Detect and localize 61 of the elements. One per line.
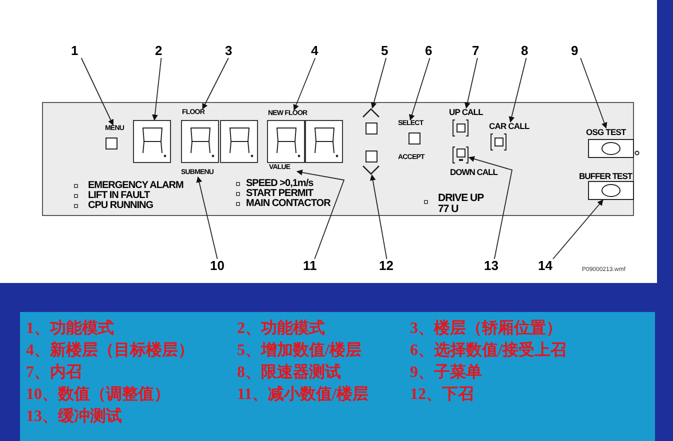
button-symbol <box>452 146 469 164</box>
panel-label: BUFFER TEST <box>579 172 632 180</box>
digit-display <box>305 120 343 163</box>
panel-label: CPU RUNNING <box>88 201 154 211</box>
leader-line <box>580 58 608 129</box>
legend-item-text: 3、楼层（轿厢位置） <box>410 321 562 337</box>
panel-label: START PERMIT <box>246 189 314 199</box>
panel-label: UP CALL <box>449 108 481 119</box>
callout-number: 9 <box>571 44 585 58</box>
callout-number: 8 <box>521 44 535 58</box>
panel-label: MAIN CONTACTOR <box>246 199 330 209</box>
leader-line <box>508 58 527 123</box>
leader-line <box>293 58 316 111</box>
leader-line <box>196 176 218 260</box>
callout-number: 11 <box>303 259 321 273</box>
legend-item-text: 9、子菜单 <box>410 365 482 381</box>
callout-number: 2 <box>155 44 169 58</box>
legend-item-text: 5、增加数值/楼层 <box>237 343 362 359</box>
leader-line <box>202 58 229 110</box>
digit-display <box>181 120 219 163</box>
callout-number: 7 <box>472 44 486 58</box>
panel-label: CAR CALL <box>489 122 529 133</box>
legend-item-text: 10、数值（调整值） <box>26 387 170 403</box>
callout-number: 14 <box>538 259 556 273</box>
legend-item-text: 11、减小数值/楼层 <box>237 387 369 403</box>
leader-line <box>409 58 430 121</box>
callout-number: 6 <box>425 44 439 58</box>
callout-number: 4 <box>311 44 325 58</box>
callout-number: 13 <box>484 259 502 273</box>
panel-label: DRIVE UP 77 U <box>438 193 485 216</box>
callout-number: 10 <box>210 259 228 273</box>
leader-line <box>370 58 387 109</box>
chevron-symbol <box>362 108 380 118</box>
panel-label: LIFT IN FAULT <box>88 191 150 201</box>
callout-number: 3 <box>225 44 239 58</box>
leader-line <box>296 170 345 260</box>
digit-display <box>220 120 258 163</box>
panel-label: DOWN CALL <box>450 168 498 176</box>
leader-line <box>468 156 513 260</box>
legend-item-text: 1、功能模式 <box>26 321 114 337</box>
leader-line <box>552 200 604 260</box>
legend-item-text: 8、限速器测试 <box>237 365 341 381</box>
legend-item-text: 13、缓冲测试 <box>26 409 122 425</box>
leader-line <box>464 58 478 109</box>
legend-item-text: 7、内召 <box>26 365 82 381</box>
callout-number: 1 <box>71 44 85 58</box>
callout-number: 5 <box>381 44 395 58</box>
digit-display <box>267 120 305 163</box>
leader-line <box>370 174 388 260</box>
legend-item-text: 4、新楼层（目标楼层） <box>26 343 194 359</box>
leader-line <box>152 58 162 121</box>
chevron-symbol <box>362 165 380 175</box>
panel-label: EMERGENCY ALARM <box>88 181 184 191</box>
legend-item-text: 12、下召 <box>410 387 474 403</box>
legend-item-text: 2、功能模式 <box>237 321 325 337</box>
leader-line <box>80 58 114 126</box>
panel-label: OSG TEST <box>586 128 630 138</box>
panel-label: SPEED >0,1m/s <box>246 179 314 189</box>
callout-number: 12 <box>379 259 397 273</box>
digit-display <box>133 120 171 163</box>
legend-item-text: 6、选择数值/接受上召 <box>410 343 566 359</box>
